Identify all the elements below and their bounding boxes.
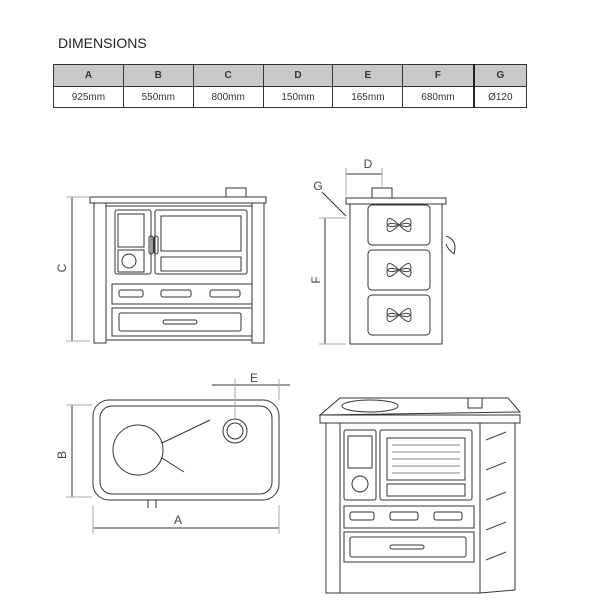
section-title: DIMENSIONS: [58, 35, 147, 51]
value-g: Ø120: [472, 86, 527, 108]
dimension-f: [319, 217, 346, 345]
header-b: B: [122, 64, 194, 87]
table-row: 925mm 550mm 800mm 150mm 165mm 680mm Ø120: [53, 86, 527, 108]
header-a: A: [53, 64, 124, 87]
value-b: 550mm: [122, 86, 194, 108]
header-d: D: [262, 64, 334, 87]
header-g: G: [472, 64, 527, 87]
value-a: 925mm: [53, 86, 124, 108]
dimensions-table: A B C D E F G 925mm 550mm 800mm 150mm 16…: [53, 64, 527, 108]
header-e: E: [332, 64, 404, 87]
dimension-a: [92, 505, 280, 534]
label-d: D: [364, 157, 373, 171]
label-c: C: [55, 263, 69, 272]
label-e: E: [250, 371, 258, 385]
perspective-view-drawing: [318, 397, 522, 594]
value-d: 150mm: [262, 86, 334, 108]
dimension-b: [66, 404, 92, 498]
top-view-drawing: [92, 399, 280, 508]
label-a: A: [174, 513, 182, 527]
label-g: G: [313, 179, 322, 193]
dimension-d: [345, 168, 383, 196]
dimension-c: [66, 196, 90, 342]
dimension-g-arrow: [321, 191, 347, 217]
dimension-e: [212, 379, 290, 418]
front-view-drawing: [89, 187, 267, 344]
label-b: B: [55, 451, 69, 459]
label-f: F: [309, 276, 323, 283]
table-header-row: A B C D E F G: [53, 64, 527, 87]
side-view-drawing: [345, 187, 456, 345]
